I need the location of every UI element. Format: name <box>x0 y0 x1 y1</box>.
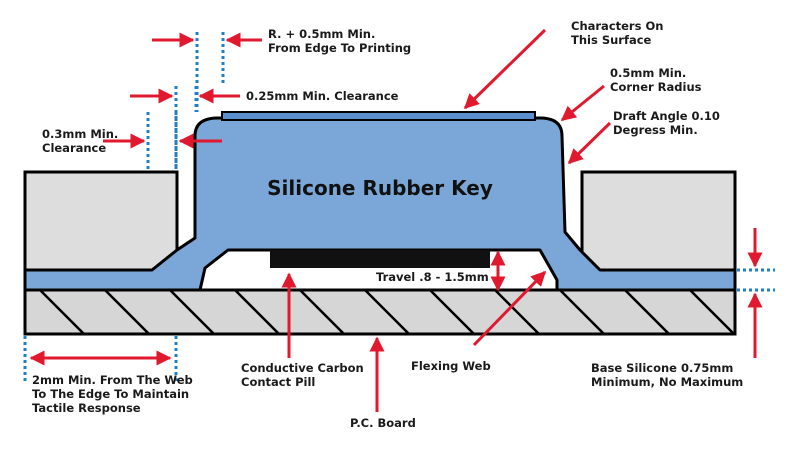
label-characters-surface: Characters On This Surface <box>571 19 667 47</box>
label-edge-distance: 2mm Min. From The Web To The Edge To Mai… <box>32 373 197 415</box>
label-base-silicone: Base Silicone 0.75mm Minimum, No Maximum <box>591 361 743 389</box>
key-title: Silicone Rubber Key <box>267 176 493 200</box>
label-printing-edge: R. + 0.5mm Min. From Edge To Printing <box>268 27 411 55</box>
conductive-carbon-pill <box>270 250 490 268</box>
labels: R. + 0.5mm Min. From Edge To Printing 0.… <box>32 19 743 430</box>
label-flexing-web: Flexing Web <box>411 359 491 373</box>
silicone-key-body <box>23 116 737 292</box>
bezel-left <box>23 170 179 272</box>
label-draft-angle: Draft Angle 0.10 Degress Min. <box>613 109 724 137</box>
label-contact-pill: Conductive Carbon Contact Pill <box>241 361 368 389</box>
label-clearance-03: 0.3mm Min. Clearance <box>42 127 122 155</box>
character-surface-plate <box>221 111 536 121</box>
label-travel: Travel .8 - 1.5mm <box>376 270 489 284</box>
label-clearance-025: 0.25mm Min. Clearance <box>246 89 399 103</box>
dotted-guides <box>23 32 775 382</box>
callout-arrows <box>29 28 763 412</box>
label-pc-board: P.C. Board <box>350 416 416 430</box>
bezel-right <box>580 170 737 272</box>
pc-board <box>23 288 737 336</box>
label-corner-radius: 0.5mm Min. Corner Radius <box>610 66 702 94</box>
